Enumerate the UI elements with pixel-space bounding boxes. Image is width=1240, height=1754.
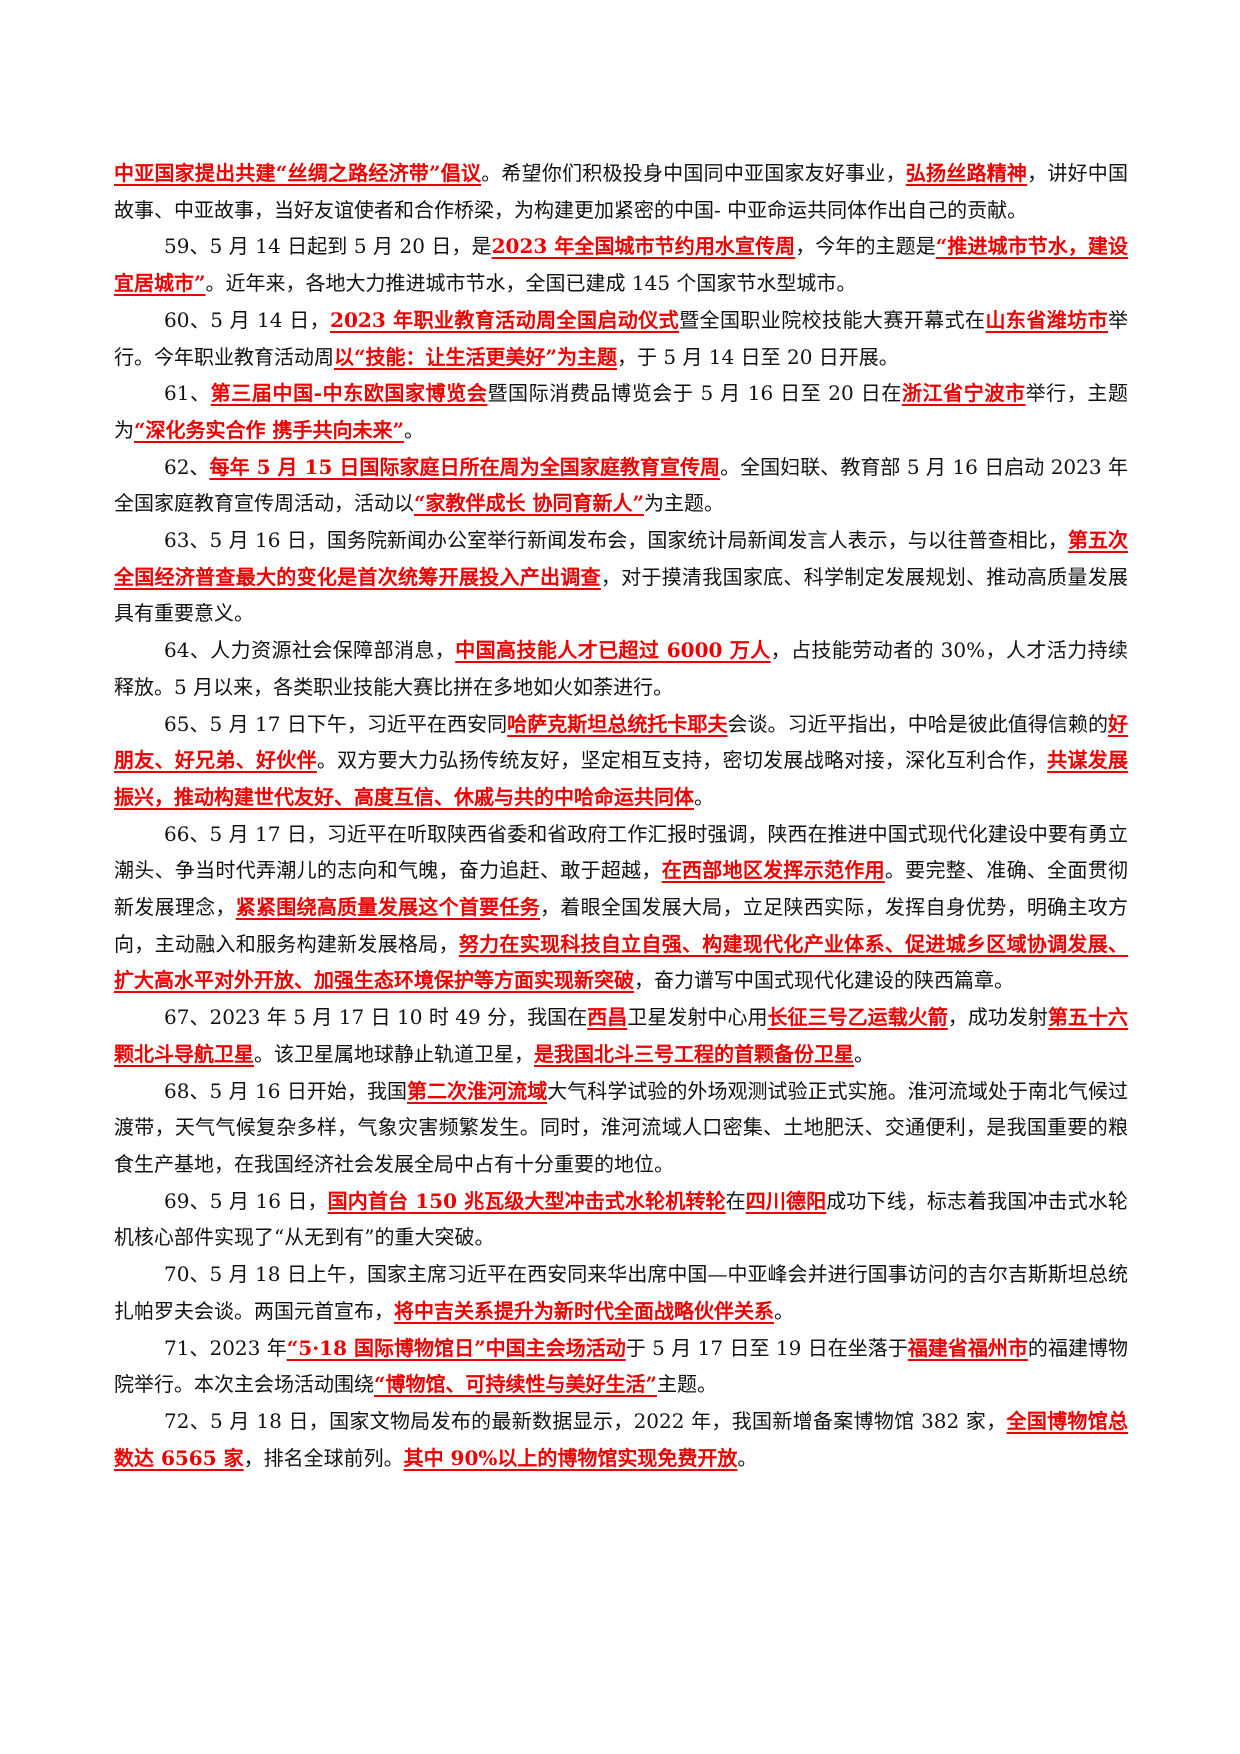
body-text: 。要完整、准确、全面贯彻新发展理念，: [114, 858, 1129, 920]
body-text: 。全国妇联、教育部 5 月 16 日启动 2023 年全国家庭教育宣传周活动，活…: [114, 454, 1129, 516]
body-text: 。双方要大力弘扬传统友好，坚定相互支持，密切发展战略对接，深化互利合作，: [316, 748, 1048, 773]
highlighted-keyphrase: 第二次淮河流域: [407, 1078, 548, 1103]
body-text: 。: [774, 1298, 794, 1323]
body-text: 会谈。习近平指出，中哈是彼此值得信赖的: [727, 711, 1109, 736]
highlighted-keyphrase: 西昌: [587, 1005, 628, 1030]
body-text: 65、5 月 17 日下午，习近平在西安同: [164, 711, 508, 736]
news-paragraph: 68、5 月 16 日开始，我国第二次淮河流域大气科学试验的外场观测试验正式实施…: [114, 1073, 1128, 1183]
body-text: ，成功发射: [947, 1005, 1048, 1030]
body-text: 71、2023 年: [164, 1335, 287, 1360]
news-paragraph: 66、5 月 17 日，习近平在听取陕西省委和省政府工作汇报时强调，陕西在推进中…: [114, 816, 1128, 1000]
highlighted-keyphrase: 第五十六颗北斗导航卫星: [114, 1005, 1129, 1066]
news-paragraph: 63、5 月 16 日，国务院新闻办公室举行新闻发布会，国家统计局新闻发言人表示…: [114, 522, 1128, 632]
highlighted-keyphrase: 第三届中国-中东欧国家博览会: [210, 381, 488, 406]
highlighted-keyphrase: 2023 年职业教育活动周全国启动仪式: [330, 307, 680, 332]
body-text: 为主题。: [643, 491, 724, 516]
body-text: 暨国际消费品博览会于 5 月 16 日至 20 日在: [487, 381, 902, 406]
body-text: 。: [403, 417, 424, 442]
highlighted-keyphrase: 每年 5 月 15 日国际家庭日所在周为全国家庭教育宣传周: [209, 454, 721, 479]
body-text: 。: [694, 784, 714, 809]
highlighted-keyphrase: 好朋友、好兄弟、好伙伴: [114, 711, 1129, 773]
body-text: 卫星发射中心用: [627, 1005, 768, 1030]
body-text: 主题。: [657, 1372, 718, 1397]
body-text: 举行，主题为: [114, 381, 1128, 442]
body-text: ，讲好中国故事、中亚故事，当好友谊使者和合作桥梁，为构建更加紧密的中国- 中亚命…: [114, 161, 1129, 222]
body-text: ，着眼全国发展大局，立足陕西实际，发挥自身优势，明确主攻方向，主动融入和服务构建…: [114, 895, 1129, 956]
body-text: 70、5 月 18 日上午，国家主席习近平在西安同来华出席中国—中亚峰会并进行国…: [114, 1262, 1128, 1323]
body-text: 暨全国职业院校技能大赛开幕式在: [679, 307, 986, 332]
body-text: 在: [725, 1188, 746, 1213]
document-body: 中亚国家提出共建“丝绸之路经济带”倡议。希望你们积极投身中国同中亚国家友好事业，…: [114, 155, 1128, 1476]
body-text: 。: [737, 1445, 758, 1470]
body-text: 60、5 月 14 日，: [164, 307, 331, 332]
highlighted-keyphrase: 福建省福州市: [907, 1335, 1028, 1360]
body-text: ，于 5 月 14 日至 20 日开展。: [617, 344, 899, 369]
news-paragraph: 64、人力资源社会保障部消息，中国高技能人才已超过 6000 万人，占技能劳动者…: [114, 632, 1128, 705]
body-text: 63、5 月 16 日，国务院新闻办公室举行新闻发布会，国家统计局新闻发言人表示…: [164, 528, 1068, 553]
body-text: 59、5 月 14 日起到 5 月 20 日，是: [164, 234, 492, 259]
highlighted-keyphrase: 中亚国家提出共建“丝绸之路经济带”倡议: [114, 161, 482, 185]
news-paragraph: 60、5 月 14 日，2023 年职业教育活动周全国启动仪式暨全国职业院校技能…: [114, 302, 1128, 375]
highlighted-keyphrase: 长征三号乙运载火箭: [767, 1005, 948, 1030]
news-paragraph: 59、5 月 14 日起到 5 月 20 日，是2023 年全国城市节约用水宣传…: [114, 228, 1128, 301]
highlighted-keyphrase: 四川德阳: [745, 1188, 827, 1213]
highlighted-keyphrase: 哈萨克斯坦总统托卡耶夫: [507, 711, 728, 736]
highlighted-keyphrase: 浙江省宁波市: [901, 381, 1026, 406]
highlighted-keyphrase: 紧紧围绕高质量发展这个首要任务: [235, 895, 541, 920]
highlighted-keyphrase: 中国高技能人才已超过 6000 万人: [455, 638, 771, 663]
highlighted-keyphrase: “深化务实合作 携手共向未来”: [134, 417, 404, 442]
highlighted-keyphrase: 2023 年全国城市节约用水宣传周: [491, 234, 796, 259]
highlighted-keyphrase: “5·18 国际博物馆日”中国主会场活动: [286, 1335, 626, 1360]
news-paragraph: 72、5 月 18 日，国家文物局发布的最新数据显示，2022 年，我国新增备案…: [114, 1403, 1128, 1476]
highlighted-keyphrase: 全国博物馆总数达 6565 家: [114, 1408, 1129, 1470]
body-text: 61、: [164, 381, 211, 406]
body-text: 72、5 月 18 日，国家文物局发布的最新数据显示，2022 年，我国新增备案…: [164, 1408, 1007, 1433]
body-text: 举行。今年职业教育活动周: [114, 307, 1129, 369]
body-text: 于 5 月 17 日至 19 日在坐落于: [625, 1335, 908, 1360]
highlighted-keyphrase: 努力在实现科技自立自强、构建现代化产业体系、促进城乡区域协调发展、扩大高水平对外…: [114, 931, 1129, 993]
highlighted-keyphrase: 山东省潍坊市: [985, 307, 1109, 332]
highlighted-keyphrase: 以“技能：让生活更美好”为主题: [334, 344, 618, 369]
highlighted-keyphrase: 共谋发展振兴，推动构建世代友好、高度互信、休戚与共的中哈命运共同体: [114, 748, 1129, 809]
body-text: 68、5 月 16 日开始，我国: [164, 1078, 408, 1103]
news-paragraph: 62、每年 5 月 15 日国际家庭日所在周为全国家庭教育宣传周。全国妇联、教育…: [114, 449, 1128, 522]
news-paragraph: 65、5 月 17 日下午，习近平在西安同哈萨克斯坦总统托卡耶夫会谈。习近平指出…: [114, 706, 1128, 816]
news-paragraph: 71、2023 年“5·18 国际博物馆日”中国主会场活动于 5 月 17 日至…: [114, 1330, 1128, 1403]
body-text: ，今年的主题是: [795, 234, 936, 259]
body-text: 66、5 月 17 日，习近平在听取陕西省委和省政府工作汇报时强调，陕西在推进中…: [114, 821, 1128, 883]
body-text: 的福建博物院举行。本次主会场活动围绕: [114, 1335, 1128, 1397]
body-text: 69、5 月 16 日，: [164, 1188, 328, 1213]
highlighted-keyphrase: 其中 90%以上的博物馆实现免费开放: [403, 1445, 738, 1470]
body-text: ，占技能劳动者的 30%，人才活力持续释放。5 月以来，各类职业技能大赛比拼在多…: [114, 638, 1129, 699]
news-paragraph: 69、5 月 16 日，国内首台 150 兆瓦级大型冲击式水轮机转轮在四川德阳成…: [114, 1183, 1128, 1256]
highlighted-keyphrase: 在西部地区发挥示范作用: [661, 858, 885, 883]
news-paragraph: 67、2023 年 5 月 17 日 10 时 49 分，我国在西昌卫星发射中心…: [114, 999, 1128, 1072]
news-paragraph: 61、第三届中国-中东欧国家博览会暨国际消费品博览会于 5 月 16 日至 20…: [114, 375, 1128, 448]
body-text: 64、人力资源社会保障部消息，: [164, 638, 456, 663]
highlighted-keyphrase: 将中吉关系提升为新时代全面战略伙伴关系: [394, 1298, 774, 1323]
news-paragraph: 中亚国家提出共建“丝绸之路经济带”倡议。希望你们积极投身中国同中亚国家友好事业，…: [114, 155, 1128, 228]
body-text: 大气科学试验的外场观测试验正式实施。淮河流域处于南北气候过渡带，天气气候复杂多样…: [114, 1078, 1129, 1176]
highlighted-keyphrase: 国内首台 150 兆瓦级大型冲击式水轮机转轮: [327, 1188, 726, 1213]
highlighted-keyphrase: “推进城市节水，建设宜居城市”: [114, 234, 1128, 296]
highlighted-keyphrase: “博物馆、可持续性与美好生活”: [374, 1372, 658, 1397]
body-text: 67、2023 年 5 月 17 日 10 时 49 分，我国在: [164, 1005, 588, 1030]
body-text: ，奋力谱写中国式现代化建设的陕西篇章。: [634, 968, 1014, 993]
news-paragraph: 70、5 月 18 日上午，国家主席习近平在西安同来华出席中国—中亚峰会并进行国…: [114, 1256, 1128, 1329]
body-text: 。近年来，各地大力推进城市节水，全国已建成 145 个国家节水型城市。: [205, 271, 857, 296]
highlighted-keyphrase: 第五次全国经济普查最大的变化是首次统筹开展投入产出调查: [114, 528, 1128, 589]
body-text: 。: [854, 1041, 874, 1066]
body-text: 成功下线，标志着我国冲击式水轮机核心部件实现了“从无到有”的重大突破。: [114, 1188, 1129, 1250]
body-text: 62、: [164, 454, 210, 479]
highlighted-keyphrase: “家教伴成长 协同育新人”: [414, 491, 644, 516]
highlighted-keyphrase: 弘扬丝路精神: [905, 161, 1028, 185]
body-text: ，排名全球前列。: [243, 1445, 404, 1470]
body-text: 。希望你们积极投身中国同中亚国家友好事业，: [481, 161, 906, 185]
body-text: 。该卫星属地球静止轨道卫星，: [254, 1041, 534, 1066]
body-text: ，对于摸清我国家底、科学制定发展规划、推动高质量发展具有重要意义。: [114, 564, 1129, 626]
highlighted-keyphrase: 是我国北斗三号工程的首颗备份卫星: [534, 1041, 854, 1066]
